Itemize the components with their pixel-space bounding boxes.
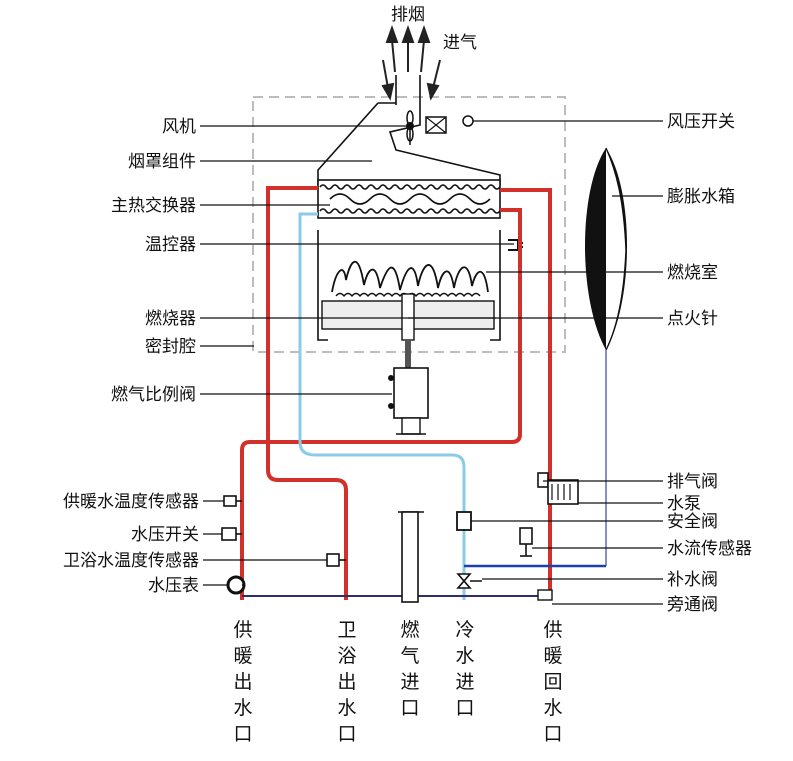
burner [321, 293, 495, 341]
label-sealed-chamber: 密封腔 [145, 337, 196, 357]
label-safety-valve: 安全阀 [667, 512, 718, 532]
bottom-port-labels: 供暖出水口 卫浴出水口 燃气进口 冷水进口 供暖回水口 [233, 619, 562, 745]
expansion-tank-icon [550, 147, 627, 568]
dhw-temp-sensor-icon [326, 553, 346, 567]
label-air-vent-valve: 排气阀 [667, 472, 718, 492]
label-thermostat: 温控器 [145, 235, 196, 255]
port-label-gas-inlet: 燃气进口 [400, 619, 419, 719]
flue-pipe [395, 75, 421, 112]
water-pressure-gauge-icon [226, 575, 246, 595]
safety-valve-icon [456, 511, 472, 531]
label-makeup-valve: 补水阀 [667, 570, 718, 590]
right-leaders [408, 120, 663, 605]
label-combustion-chamber: 燃烧室 [667, 263, 718, 283]
intake-arrows [381, 59, 441, 101]
water-flow-sensor-icon [519, 527, 533, 557]
label-dhw-temp-sensor: 卫浴水温度传感器 [63, 551, 199, 571]
label-expansion-tank: 膨胀水箱 [667, 187, 735, 207]
flue-hood [317, 102, 501, 185]
bypass-valve-icon [537, 589, 553, 601]
label-gas-valve: 燃气比例阀 [111, 385, 196, 405]
cold-water-pipe [298, 212, 466, 600]
label-water-flow-sensor: 水流传感器 [667, 539, 752, 559]
label-ignition-needle: 点火针 [667, 309, 718, 329]
label-burner: 燃烧器 [145, 309, 196, 329]
fan-icon [406, 110, 414, 145]
water-pressure-switch-icon [221, 527, 242, 541]
makeup-valve-icon [456, 573, 482, 589]
label-flue-hood: 烟罩组件 [128, 152, 196, 172]
heating-temp-sensor-icon [223, 495, 242, 507]
port-label-heating-return: 供暖回水口 [543, 619, 562, 745]
port-label-cold-water-inlet: 冷水进口 [455, 619, 474, 719]
combustion-chamber-walls [317, 230, 501, 341]
heating-return-pipe [500, 188, 552, 600]
label-water-pressure-gauge: 水压表 [148, 576, 199, 596]
right-label-group: 风压开关 膨胀水箱 燃烧室 点火针 排气阀 水泵 安全阀 水流传感器 补水阀 旁… [667, 112, 752, 615]
port-label-heating-outlet: 供暖出水口 [233, 619, 252, 745]
gas-proportional-valve [388, 340, 429, 435]
left-label-group: 风机 烟罩组件 主热交换器 温控器 燃烧器 密封腔 燃气比例阀 供暖水温度传感器… [63, 117, 199, 596]
label-air-pressure-switch: 风压开关 [667, 112, 735, 132]
label-main-heat-exchanger: 主热交换器 [111, 196, 196, 216]
dhw-outlet-pipe [266, 186, 348, 600]
exhaust-label: 排烟 [391, 5, 425, 25]
label-heating-temp-sensor: 供暖水温度传感器 [63, 492, 199, 512]
label-water-pressure-switch: 水压开关 [131, 525, 199, 545]
water-pump-icon [537, 472, 579, 505]
label-fan: 风机 [162, 117, 196, 137]
main-heat-exchanger [317, 179, 501, 219]
port-label-dhw-outlet: 卫浴出水口 [337, 619, 356, 745]
exhaust-arrows [385, 25, 431, 73]
heating-outlet-pipe [240, 208, 522, 600]
gas-inlet-pipe [398, 511, 424, 603]
label-water-pump: 水泵 [667, 494, 701, 514]
intake-label: 进气 [443, 33, 477, 53]
air-pressure-switch-icon [425, 115, 474, 134]
label-bypass-valve: 旁通阀 [667, 595, 718, 615]
flames-icon [331, 260, 489, 293]
